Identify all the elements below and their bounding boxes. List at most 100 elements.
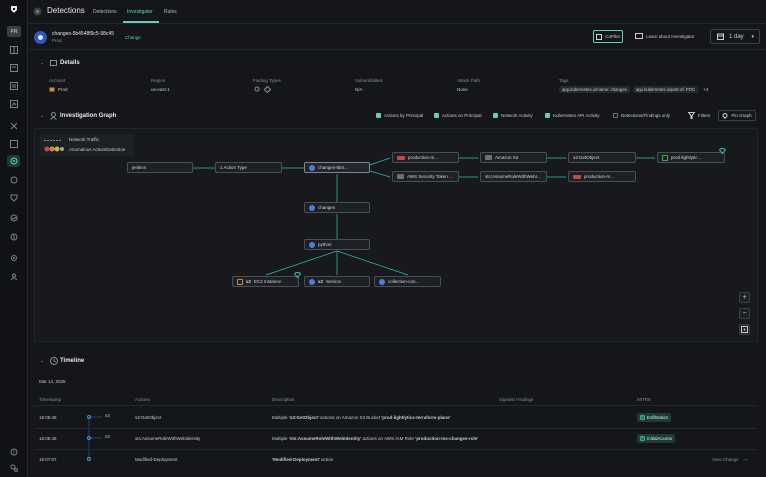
row-action[interactable]: Modified-Deployment bbox=[135, 457, 178, 462]
row-count: x3 bbox=[105, 413, 110, 418]
zoom-in-button[interactable]: + bbox=[739, 292, 750, 303]
filter-network-activity[interactable]: Network Activity bbox=[493, 113, 533, 118]
node-action-type[interactable]: 1 Action Type bbox=[215, 162, 282, 173]
vulnerabilities-label: Vulnerabilities bbox=[355, 78, 383, 83]
help-icon[interactable]: ? bbox=[8, 446, 19, 457]
diamond-icon[interactable] bbox=[264, 86, 271, 93]
node-changes[interactable]: changes bbox=[304, 202, 370, 213]
details-collapse-icon[interactable]: ⌄ bbox=[40, 60, 45, 66]
pin-graph-button[interactable]: Pin Graph bbox=[718, 110, 756, 121]
timeline-node bbox=[87, 436, 91, 440]
filter-kubernetes-api[interactable]: Kubernetes API Activity bbox=[545, 113, 600, 118]
col-description[interactable]: Description bbox=[272, 397, 295, 402]
investigator-icon[interactable] bbox=[7, 155, 20, 167]
logo-icon[interactable] bbox=[8, 4, 19, 15]
tag-chip[interactable]: app.kubernetes.io/part-of: POC bbox=[632, 86, 699, 93]
arrow-right-icon: → bbox=[741, 456, 749, 463]
node-prod-lightlytics[interactable]: prod-lightlytic... bbox=[657, 152, 725, 163]
avatar[interactable]: PR bbox=[7, 26, 21, 37]
graph-icon bbox=[50, 112, 57, 122]
row-action[interactable]: sts:AssumeRoleWithWebIdentity bbox=[135, 436, 201, 441]
pod-icon bbox=[309, 164, 315, 171]
graph-collapse-icon[interactable]: ⌄ bbox=[40, 113, 45, 119]
tags-label: Tags bbox=[559, 78, 569, 83]
node-changes-main[interactable]: changes-5b4... bbox=[304, 162, 370, 173]
filters-button[interactable]: Filters bbox=[688, 112, 710, 119]
finding-badge-icon[interactable] bbox=[718, 148, 727, 156]
timeline-date: Mar 14, 2025 bbox=[39, 379, 66, 384]
svg-text:?: ? bbox=[12, 449, 15, 455]
edge-changes-sts bbox=[369, 170, 391, 178]
shield-icon[interactable] bbox=[8, 192, 19, 203]
sts-icon bbox=[397, 174, 404, 179]
row-action[interactable]: s3:GetObject bbox=[135, 415, 162, 420]
timeline-collapse-icon[interactable]: ⌄ bbox=[40, 358, 45, 364]
page-title: Detections bbox=[47, 6, 85, 15]
filter-detections-only[interactable]: Detections/Findings only bbox=[613, 113, 670, 118]
people-search-icon[interactable] bbox=[254, 86, 261, 93]
globe-icon[interactable] bbox=[8, 174, 19, 185]
col-signals[interactable]: Signals/ Findings bbox=[499, 397, 534, 402]
learn-link[interactable]: Learn about Investigator bbox=[635, 33, 695, 39]
filter-actions-on-principal[interactable]: Actions on Principal bbox=[434, 113, 482, 118]
user-settings-icon[interactable] bbox=[8, 462, 19, 473]
copilot-icon bbox=[596, 33, 603, 40]
tab-rules[interactable]: Rules bbox=[164, 9, 177, 15]
node-collection[interactable]: collection-con... bbox=[374, 276, 441, 287]
settings-icon[interactable] bbox=[8, 252, 19, 263]
account-label: Account bbox=[49, 78, 66, 83]
node-production-role[interactable]: production-m... bbox=[392, 152, 459, 163]
people-icon[interactable] bbox=[8, 271, 19, 282]
edge-changes-prod bbox=[369, 157, 391, 166]
filter-actions-by-principal[interactable]: Actions by Principal bbox=[376, 113, 423, 118]
copilot-button[interactable]: CoPilot bbox=[593, 30, 623, 43]
tab-detections[interactable]: Detections bbox=[93, 9, 117, 15]
list-icon[interactable] bbox=[8, 80, 19, 91]
row-count: x3 bbox=[105, 434, 110, 439]
tags-more[interactable]: +4 bbox=[703, 87, 709, 92]
node-jenkins[interactable]: jenkins bbox=[127, 162, 193, 173]
book-icon[interactable] bbox=[8, 62, 19, 73]
grid-icon[interactable] bbox=[8, 44, 19, 55]
checkbox[interactable] bbox=[376, 113, 381, 118]
zoom-out-button[interactable]: − bbox=[739, 308, 750, 319]
col-actions[interactable]: Actions bbox=[135, 397, 150, 402]
node-sts-assumerole[interactable]: sts:AssumeRoleWithWebI... bbox=[480, 171, 547, 182]
checkbox[interactable] bbox=[545, 113, 550, 118]
report-icon[interactable] bbox=[8, 98, 19, 109]
node-s3-getobject[interactable]: s3:GetObject bbox=[568, 152, 636, 163]
legend-anomalous: Anomalous Action/Detection bbox=[69, 147, 126, 152]
tab-investigator[interactable]: Investigator bbox=[127, 9, 153, 15]
checkbox[interactable] bbox=[613, 113, 618, 118]
node-amazon-s3[interactable]: Amazon S3 bbox=[480, 152, 547, 163]
finding-badge-icon[interactable] bbox=[293, 272, 302, 280]
node-python[interactable]: python bbox=[304, 239, 370, 250]
entity-name: changes-5b4548f9c5-98c45 bbox=[52, 31, 114, 37]
cross-icon[interactable] bbox=[8, 120, 19, 131]
row-description: Multiple 's3:GetObject' actions on Amazo… bbox=[272, 415, 451, 420]
time-range-select[interactable]: 1 day ▾ bbox=[710, 29, 760, 44]
checkbox[interactable] bbox=[434, 113, 439, 118]
edge-python-collection bbox=[336, 250, 409, 276]
detections-icon bbox=[33, 7, 42, 18]
node-production-role-2[interactable]: production-m... bbox=[568, 171, 636, 182]
chart-icon[interactable] bbox=[8, 138, 19, 149]
ec2-icon bbox=[237, 278, 243, 285]
col-mitre[interactable]: MITRE bbox=[637, 397, 651, 402]
view-change-link[interactable]: View Change→ bbox=[712, 456, 749, 463]
timeline-node bbox=[87, 415, 91, 419]
checkbox[interactable] bbox=[493, 113, 498, 118]
change-link[interactable]: Change bbox=[125, 35, 141, 40]
tag-chip[interactable]: app.kubernetes.io/name: changes bbox=[559, 86, 630, 93]
col-timestamp[interactable]: Timestamp bbox=[39, 397, 62, 402]
node-aws-sts[interactable]: AWS Security Token ... bbox=[392, 171, 459, 182]
fit-icon bbox=[741, 326, 748, 333]
dollar-icon[interactable] bbox=[8, 231, 19, 242]
finding-types-label: Finding Types bbox=[253, 78, 281, 83]
cloud-icon[interactable] bbox=[8, 212, 19, 223]
fit-view-button[interactable] bbox=[739, 324, 750, 335]
